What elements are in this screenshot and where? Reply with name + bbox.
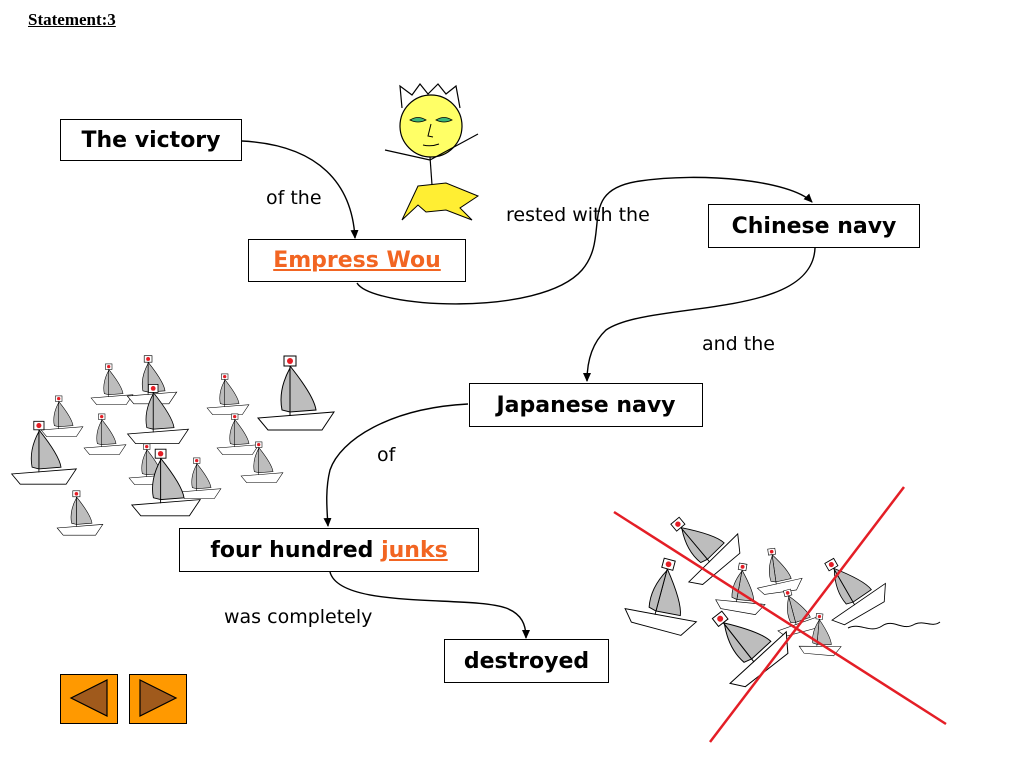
node-the-victory-label: The victory [81,127,221,153]
label-rested-with-the: rested with the [506,204,650,226]
label-was-completely: was completely [224,606,373,628]
arrow-empress-to-chinese [356,176,813,305]
arrow-junks-to-destroyed [329,571,530,639]
next-button[interactable] [129,674,187,724]
node-destroyed-label: destroyed [463,648,590,674]
statement-heading: Statement:3 [28,10,116,29]
node-four-hundred-label: four hundred [210,537,382,563]
destroyed-fleet-illustration [621,494,941,694]
arrow-japanese-to-junks [323,403,469,527]
node-empress-wou[interactable]: Empress Wou [248,239,466,282]
node-four-hundred-junks: four hundred junks [179,528,479,572]
node-destroyed: destroyed [444,639,609,683]
node-chinese-navy: Chinese navy [708,204,920,248]
japanese-fleet-illustration [11,355,335,536]
label-of-the: of the [266,187,322,209]
node-chinese-navy-label: Chinese navy [731,213,897,239]
triangle-left-icon [69,679,108,717]
triangle-right-icon [139,679,178,717]
node-japanese-navy-label: Japanese navy [496,392,676,418]
arrow-victory-to-empress [241,140,359,239]
node-japanese-navy: Japanese navy [469,383,703,427]
node-the-victory: The victory [60,119,242,161]
empress-figure-illustration [384,83,480,221]
label-of: of [377,444,396,466]
junks-link[interactable]: junks [381,537,448,563]
cross-out-mark [613,486,947,743]
previous-button[interactable] [60,674,118,724]
empress-wou-link[interactable]: Empress Wou [273,248,441,273]
label-and-the: and the [702,333,775,355]
arrow-chinese-to-japanese [583,247,816,382]
